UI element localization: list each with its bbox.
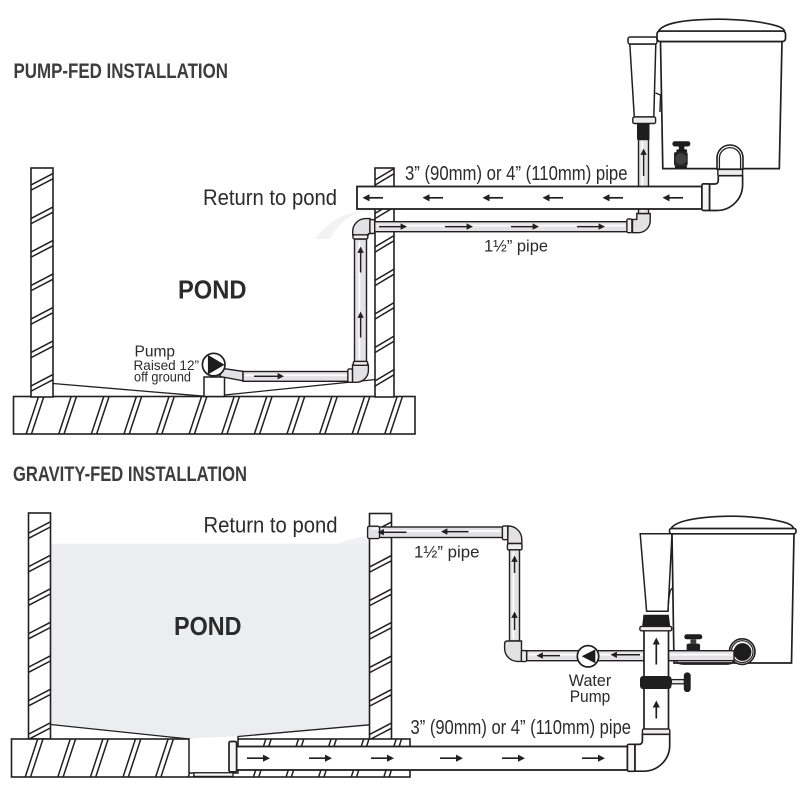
svg-text:GRAVITY-FED INSTALLATION: GRAVITY-FED INSTALLATION	[13, 462, 247, 486]
svg-text:PUMP-FED INSTALLATION: PUMP-FED INSTALLATION	[14, 59, 229, 83]
svg-text:Return to pond: Return to pond	[203, 185, 337, 210]
svg-text:3” (90mm) or 4” (110mm) pipe: 3” (90mm) or 4” (110mm) pipe	[411, 716, 632, 739]
svg-text:off ground: off ground	[134, 369, 191, 385]
svg-text:Raised 12”: Raised 12”	[134, 357, 200, 373]
svg-text:1½” pipe: 1½” pipe	[484, 238, 548, 256]
svg-text:Return to pond: Return to pond	[204, 513, 338, 538]
svg-text:POND: POND	[178, 275, 247, 305]
svg-text:1½” pipe: 1½” pipe	[414, 544, 480, 562]
svg-text:3” (90mm) or 4” (110mm) pipe: 3” (90mm) or 4” (110mm) pipe	[405, 162, 628, 185]
svg-text:Water: Water	[569, 672, 612, 690]
svg-text:POND: POND	[174, 611, 242, 641]
svg-text:Pump: Pump	[570, 688, 611, 706]
svg-text:Pump: Pump	[135, 344, 176, 361]
